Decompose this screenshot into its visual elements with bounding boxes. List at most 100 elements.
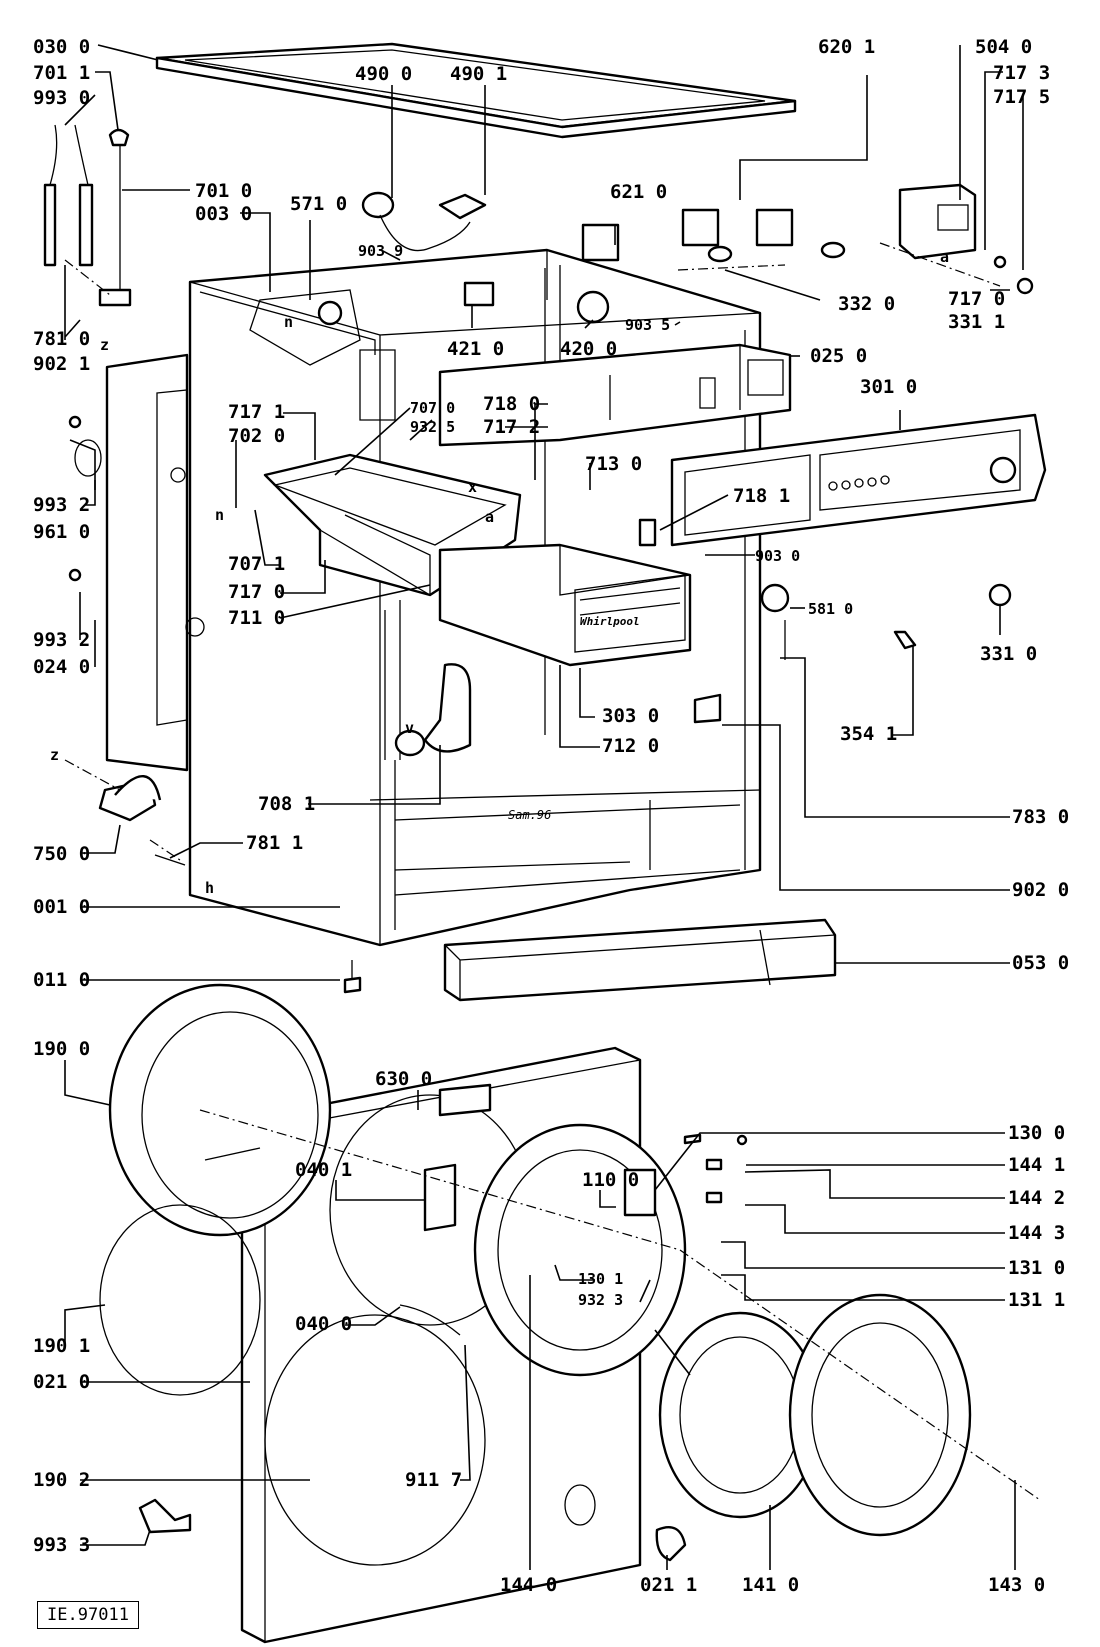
control-panel xyxy=(670,413,1047,547)
label-301-0: 301 0 xyxy=(860,376,917,398)
label-040-1: 040 1 xyxy=(295,1159,352,1181)
label-903-5: 903 5 xyxy=(625,316,670,334)
label-420-0: 420 0 xyxy=(560,338,617,360)
label-903-0: 903 0 xyxy=(755,547,800,565)
label-003-0: 003 0 xyxy=(195,203,252,225)
timer-unit xyxy=(898,183,1034,295)
label-110-0: 110 0 xyxy=(582,1169,639,1191)
label-024-0: 024 0 xyxy=(33,656,90,678)
label-712-0: 712 0 xyxy=(602,735,659,757)
label-421-0: 421 0 xyxy=(447,338,504,360)
label-717-0-top: 717 0 xyxy=(948,288,1005,310)
label-781-1: 781 1 xyxy=(246,832,303,854)
label-902-1: 902 1 xyxy=(33,353,90,375)
label-001-0: 001 0 xyxy=(33,896,90,918)
stamp-mark: Sam.96 xyxy=(508,808,551,822)
label-504-0: 504 0 xyxy=(975,36,1032,58)
label-053-0: 053 0 xyxy=(1012,952,1069,974)
label-144-0: 144 0 xyxy=(500,1574,557,1596)
label-030-0: 030 0 xyxy=(33,36,90,58)
label-621-0: 621 0 xyxy=(610,181,667,203)
label-141-0: 141 0 xyxy=(742,1574,799,1596)
label-571-0: 571 0 xyxy=(290,193,347,215)
label-025-0: 025 0 xyxy=(810,345,867,367)
letter-z-top: z xyxy=(100,336,109,354)
label-902-0: 902 0 xyxy=(1012,879,1069,901)
label-021-0: 021 0 xyxy=(33,1371,90,1393)
label-620-1: 620 1 xyxy=(818,36,875,58)
label-993-0: 993 0 xyxy=(33,87,90,109)
label-932-5: 932 5 xyxy=(410,418,455,436)
axis-lines xyxy=(64,242,1041,1501)
label-490-0: 490 0 xyxy=(355,63,412,85)
label-750-0: 750 0 xyxy=(33,843,90,865)
label-581-0: 581 0 xyxy=(808,600,853,618)
letter-h: h xyxy=(205,879,214,897)
label-717-5: 717 5 xyxy=(993,86,1050,108)
bracket-panel xyxy=(438,343,792,447)
label-711-0: 711 0 xyxy=(228,607,285,629)
label-717-2: 717 2 xyxy=(483,416,540,438)
parts-drawing xyxy=(43,42,1047,1644)
label-190-2: 190 2 xyxy=(33,1469,90,1491)
label-783-0: 783 0 xyxy=(1012,806,1069,828)
label-131-1: 131 1 xyxy=(1008,1289,1065,1311)
label-781-0: 781 0 xyxy=(33,328,90,350)
label-040-0: 040 0 xyxy=(295,1313,352,1335)
letter-n-top: n xyxy=(284,313,293,331)
door-ring xyxy=(473,1123,687,1377)
label-993-2-top: 993 2 xyxy=(33,494,90,516)
label-717-0: 717 0 xyxy=(228,581,285,603)
label-130-0: 130 0 xyxy=(1008,1122,1065,1144)
top-lid xyxy=(155,42,797,139)
label-702-0: 702 0 xyxy=(228,425,285,447)
label-303-0: 303 0 xyxy=(602,705,659,727)
label-718-0: 718 0 xyxy=(483,393,540,415)
label-131-0: 131 0 xyxy=(1008,1257,1065,1279)
part-labels: 030 0 701 1 993 0 490 0 490 1 620 1 504 … xyxy=(33,36,1069,1596)
letter-a-timer: a xyxy=(940,248,949,266)
label-911-7: 911 7 xyxy=(405,1469,462,1491)
label-717-1: 717 1 xyxy=(228,401,285,423)
label-961-0: 961 0 xyxy=(33,521,90,543)
label-713-0: 713 0 xyxy=(585,453,642,475)
label-130-1: 130 1 xyxy=(578,1270,623,1288)
label-707-1: 707 1 xyxy=(228,553,285,575)
label-932-3: 932 3 xyxy=(578,1291,623,1309)
label-332-0: 332 0 xyxy=(838,293,895,315)
letter-n-mid: n xyxy=(215,506,224,524)
label-144-1: 144 1 xyxy=(1008,1154,1065,1176)
label-708-1: 708 1 xyxy=(258,793,315,815)
label-011-0: 011 0 xyxy=(33,969,90,991)
reference-code-box: IE.97011 xyxy=(37,1601,139,1629)
detergent-drawer xyxy=(438,543,692,667)
label-707-0: 707 0 xyxy=(410,399,455,417)
letter-a-tray: a xyxy=(485,508,494,526)
kickplate xyxy=(443,918,837,1002)
label-190-1: 190 1 xyxy=(33,1335,90,1357)
letter-x: x xyxy=(468,478,477,496)
label-718-1: 718 1 xyxy=(733,485,790,507)
small-parts xyxy=(43,124,1012,1562)
label-021-1: 021 1 xyxy=(640,1574,697,1596)
label-144-2: 144 2 xyxy=(1008,1187,1065,1209)
side-panel xyxy=(105,353,205,772)
label-354-1: 354 1 xyxy=(840,723,897,745)
hinge-parts xyxy=(623,1133,748,1217)
label-993-2-bottom: 993 2 xyxy=(33,629,90,651)
label-190-0: 190 0 xyxy=(33,1038,90,1060)
label-331-0: 331 0 xyxy=(980,643,1037,665)
label-701-0: 701 0 xyxy=(195,180,252,202)
leader-lines xyxy=(64,44,1024,1570)
label-993-3: 993 3 xyxy=(33,1534,90,1556)
label-630-0: 630 0 xyxy=(375,1068,432,1090)
label-717-3: 717 3 xyxy=(993,62,1050,84)
label-490-1: 490 1 xyxy=(450,63,507,85)
label-331-1: 331 1 xyxy=(948,311,1005,333)
reference-letters: n n z z v a a x h Whirlpool Sam.96 xyxy=(50,248,949,897)
label-701-1: 701 1 xyxy=(33,62,90,84)
drum-ring xyxy=(99,983,486,1566)
label-903-9: 903 9 xyxy=(358,242,403,260)
letter-z-bottom: z xyxy=(50,746,59,764)
